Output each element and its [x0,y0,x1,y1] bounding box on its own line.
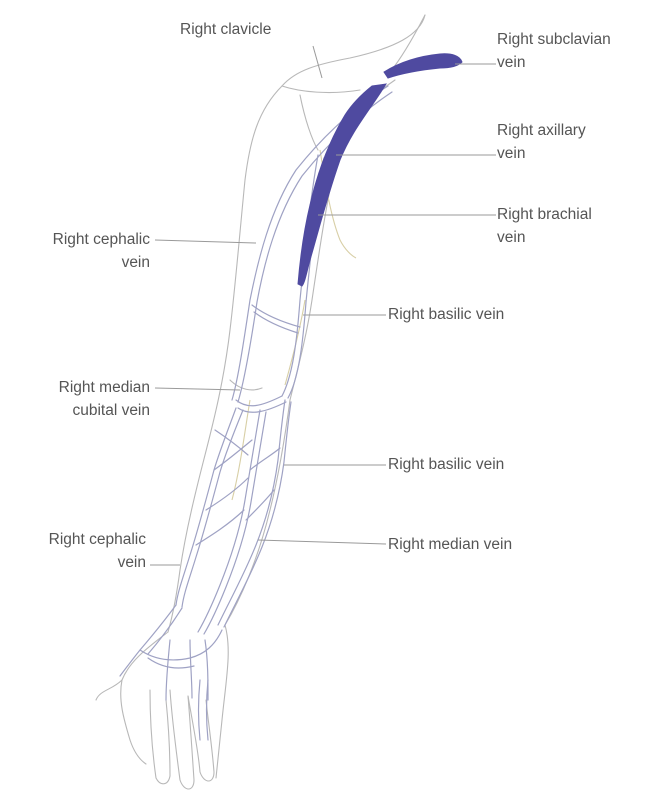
leader-cephalic-upper [155,240,256,243]
label-right-cephalic-vein-upper: Right cephalic vein [10,228,150,274]
label-right-cephalic-vein-lower: Right cephalic vein [6,528,146,574]
label-right-basilic-vein-lower: Right basilic vein [388,453,504,476]
label-right-axillary-vein: Right axillary vein [497,119,586,165]
label-right-clavicle: Right clavicle [180,18,271,41]
superficial-veins [120,86,392,740]
label-right-median-vein: Right median vein [388,533,512,556]
highlighted-deep-vein [298,54,462,286]
label-right-brachial-vein: Right brachial vein [497,203,592,249]
leader-clavicle [313,46,322,78]
label-right-median-cubital-vein: Right median cubital vein [10,376,150,422]
leader-median-cubital [155,388,240,390]
subclavian-vein-shape [384,54,462,78]
leader-median [258,540,386,544]
label-right-subclavian-vein: Right subclavian vein [497,28,611,74]
label-right-basilic-vein-upper: Right basilic vein [388,303,504,326]
axillary-brachial-vein-shape [298,84,386,286]
